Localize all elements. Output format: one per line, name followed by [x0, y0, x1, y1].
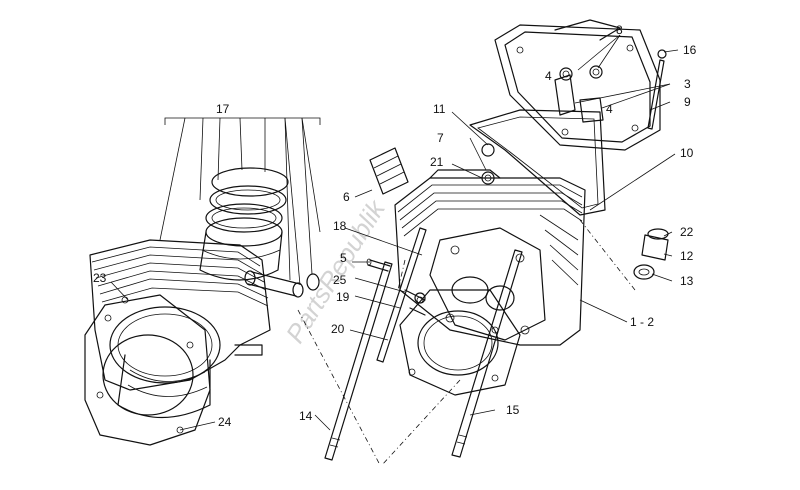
valve-cover-gasket [469, 109, 606, 216]
callout-5: 5 [340, 251, 347, 265]
plug-cap-right [633, 228, 669, 280]
callout-20: 20 [331, 322, 345, 336]
callout-labels: 17 23 24 6 5 18 25 19 20 14 15 11 7 21 8… [93, 23, 697, 429]
cylinder-barrel [89, 239, 271, 418]
callout-1-2: 1 - 2 [630, 315, 654, 329]
rocker-shaft-assembly [554, 65, 604, 123]
axis-lines [297, 219, 636, 466]
callout-13: 13 [680, 274, 694, 288]
spark-plug-cap [369, 147, 409, 195]
callout-11: 11 [433, 102, 446, 116]
callout-19: 19 [336, 290, 350, 304]
callout-14: 14 [299, 409, 313, 423]
cylinder-head [394, 169, 586, 346]
callout-10: 10 [680, 146, 694, 160]
callout-7: 7 [437, 131, 444, 145]
circlip [306, 273, 320, 291]
valve-cover [494, 19, 661, 151]
callout-4a: 4 [545, 69, 552, 83]
callout-16: 16 [683, 43, 697, 57]
callout-25: 25 [333, 273, 347, 287]
callout-8: 8 [616, 23, 623, 37]
cylinder-head-gasket [399, 289, 521, 396]
callout-3: 3 [684, 77, 691, 91]
callout-24: 24 [218, 415, 232, 429]
callout-15: 15 [506, 403, 520, 417]
callout-23: 23 [93, 271, 107, 285]
dowel-pin [366, 258, 391, 272]
callout-6: 6 [343, 190, 350, 204]
cylinder-base-gasket [84, 294, 211, 446]
leader-17 [159, 117, 321, 286]
stud-bolts [324, 227, 523, 461]
callout-4b: 4 [606, 102, 613, 116]
callout-12: 12 [680, 249, 694, 263]
piston-pin [244, 270, 304, 298]
callout-22: 22 [680, 225, 694, 239]
leader-lines [110, 34, 679, 431]
callout-9: 9 [684, 95, 691, 109]
piston-rings [199, 167, 289, 281]
callout-18: 18 [333, 219, 347, 233]
cover-screw [647, 49, 667, 130]
callout-17: 17 [216, 102, 230, 116]
callout-21: 21 [430, 155, 444, 169]
